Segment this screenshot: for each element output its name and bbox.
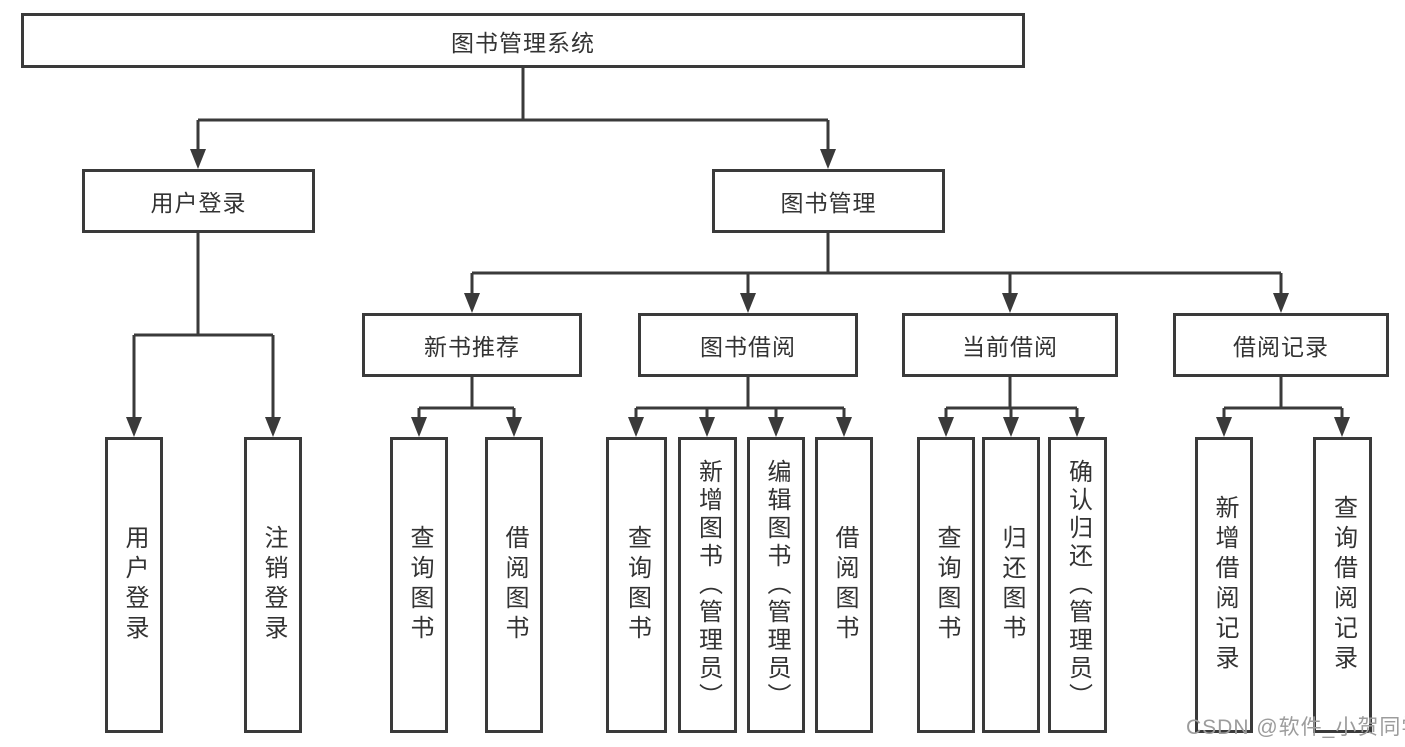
arrow-down-icon (1216, 417, 1232, 437)
node-root: 图书管理系统 (21, 13, 1025, 68)
leaf-query-borrow-record: 查询借阅记录 (1313, 437, 1372, 733)
leaf-label: 新增借阅记录 (1211, 495, 1238, 675)
arrow-down-icon (628, 417, 644, 437)
connector-userlogin-to-leaves (132, 233, 275, 419)
leaf-label: 查询借阅记录 (1329, 495, 1357, 675)
watermark: CSDN @软件_小贺同学 (1186, 716, 1405, 739)
arrow-down-icon (265, 417, 281, 437)
arrow-down-icon (190, 149, 206, 169)
connector-bookborrowing-to-leaves (634, 377, 846, 419)
leaf-confirm-return-admin: 确认归还（管理员） (1048, 437, 1107, 733)
leaf-borrow-query-book: 查询图书 (606, 437, 667, 733)
connector-borrowingrecords-to-leaves (1222, 377, 1344, 419)
arrow-down-icon (820, 149, 836, 169)
leaf-label: 查询图书 (623, 525, 651, 645)
node-book-management: 图书管理 (712, 169, 945, 233)
arrow-down-icon (740, 293, 756, 313)
leaf-add-book-admin: 新增图书（管理员） (678, 437, 737, 733)
arrow-down-icon (699, 417, 715, 437)
arrow-down-icon (1002, 293, 1018, 313)
leaf-label: 归还图书 (998, 525, 1025, 645)
leaf-borrow-book: 借阅图书 (815, 437, 873, 733)
arrow-down-icon (126, 417, 142, 437)
leaf-label: 编辑图书（管理员） (763, 459, 790, 711)
connector-bookmgmt-to-level3 (470, 233, 1283, 295)
node-book-management-label: 图书管理 (780, 190, 877, 216)
leaf-label: 注销登录 (260, 525, 287, 645)
arrow-down-icon (411, 417, 427, 437)
leaf-label: 查询图书 (933, 525, 960, 645)
arrow-down-icon (1334, 417, 1350, 437)
node-new-book-recommendation: 新书推荐 (362, 313, 582, 377)
arrow-down-icon (1273, 293, 1289, 313)
leaf-return-book: 归还图书 (982, 437, 1040, 733)
connector-newbookrec-to-leaves (417, 377, 516, 419)
leaf-rec-borrow-book: 借阅图书 (485, 437, 543, 733)
leaf-label: 借阅图书 (831, 525, 858, 645)
arrowheads (126, 149, 1350, 437)
arrow-down-icon (506, 417, 522, 437)
node-borrowing-records-label: 借阅记录 (1233, 334, 1329, 360)
arrow-down-icon (1003, 417, 1019, 437)
node-new-book-recommendation-label: 新书推荐 (424, 334, 520, 360)
node-book-borrowing-label: 图书借阅 (700, 334, 796, 360)
node-current-borrowing: 当前借阅 (902, 313, 1118, 377)
arrow-down-icon (836, 417, 852, 437)
connector-root-to-level2 (196, 68, 830, 151)
leaf-add-borrow-record: 新增借阅记录 (1195, 437, 1253, 733)
node-user-login-label: 用户登录 (150, 190, 247, 216)
arrow-down-icon (464, 293, 480, 313)
leaf-edit-book-admin: 编辑图书（管理员） (747, 437, 805, 733)
leaf-rec-query-book: 查询图书 (390, 437, 448, 733)
leaf-logout: 注销登录 (244, 437, 302, 733)
node-book-borrowing: 图书借阅 (638, 313, 858, 377)
node-root-label: 图书管理系统 (451, 29, 595, 56)
leaf-label: 借阅图书 (501, 525, 528, 645)
leaf-label: 查询图书 (406, 525, 433, 645)
arrow-down-icon (938, 417, 954, 437)
leaf-label: 用户登录 (121, 525, 148, 645)
node-borrowing-records: 借阅记录 (1173, 313, 1389, 377)
node-user-login: 用户登录 (82, 169, 315, 233)
leaf-label: 新增图书（管理员） (694, 459, 722, 711)
leaf-label: 确认归还（管理员） (1064, 459, 1092, 711)
connector-currentborrowing-to-leaves (944, 377, 1079, 419)
leaf-user-login: 用户登录 (105, 437, 163, 733)
node-current-borrowing-label: 当前借阅 (962, 334, 1058, 360)
arrow-down-icon (768, 417, 784, 437)
leaf-current-query-book: 查询图书 (917, 437, 975, 733)
arrow-down-icon (1069, 417, 1085, 437)
